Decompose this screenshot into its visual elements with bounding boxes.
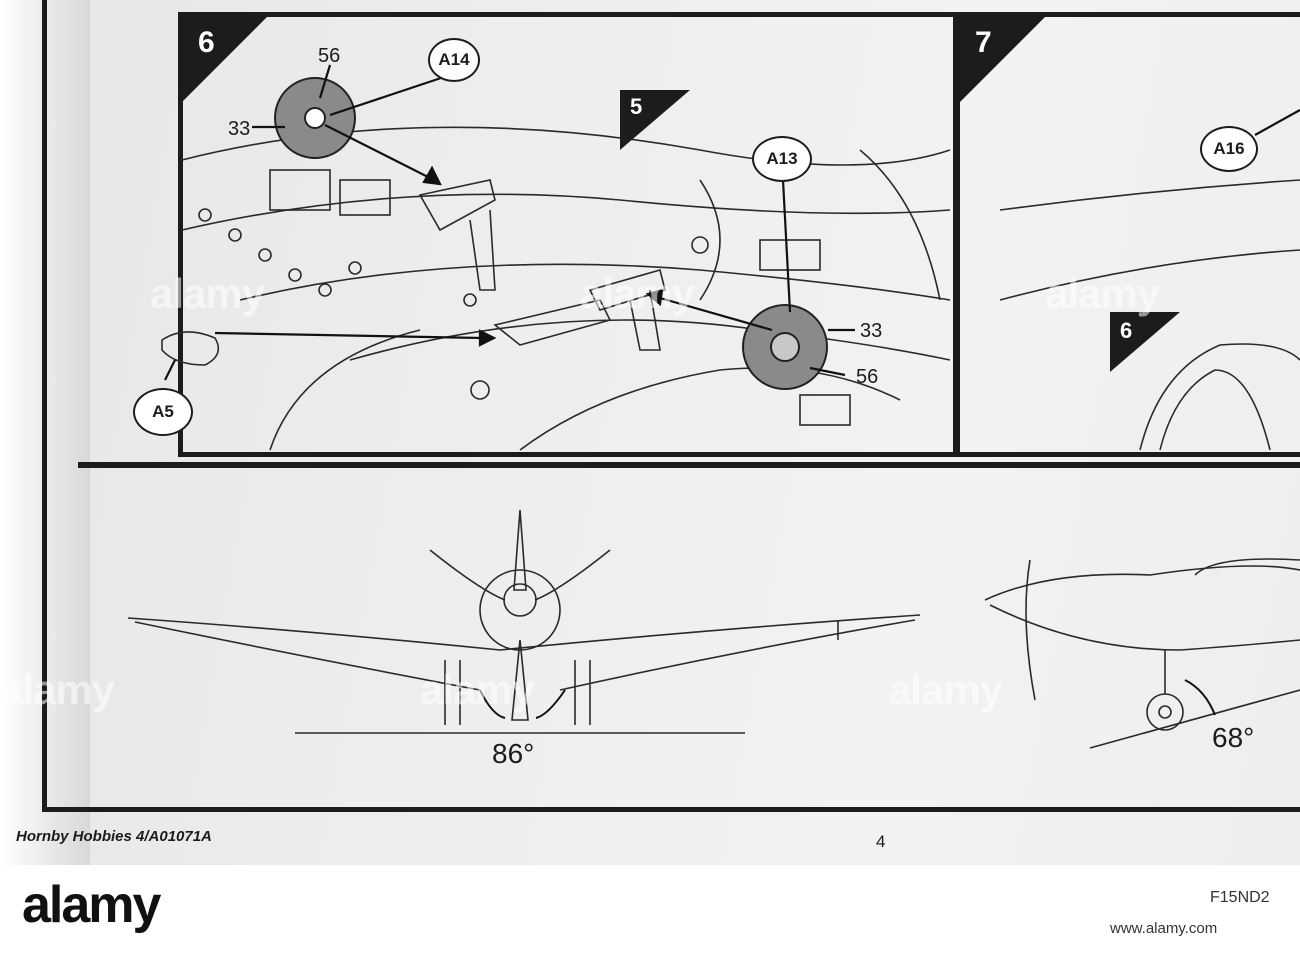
stock-logo: alamy xyxy=(22,876,161,934)
wheel-right-callout-bottom: 56 xyxy=(856,366,879,388)
watermark-text: alamy xyxy=(150,270,265,317)
stock-footer-band xyxy=(0,865,1300,953)
wheel-right-callout-side: 33 xyxy=(860,320,883,342)
step-6-badge xyxy=(180,14,270,104)
part-a13-callout: A13 xyxy=(752,136,812,182)
reference-step-5-marker xyxy=(620,90,690,150)
wheel-left-callout-side: 33 xyxy=(228,118,251,140)
stock-url: www.alamy.com xyxy=(1110,920,1218,937)
reference-step-5-label: 5 xyxy=(630,94,643,119)
step-6-number: 6 xyxy=(198,26,215,59)
watermark-text: alamy xyxy=(420,666,535,713)
stock-image-id: F15ND2 xyxy=(1210,889,1270,906)
step-7-panel xyxy=(955,12,1300,457)
front-view-angle-label: 86° xyxy=(492,738,535,769)
part-a16-callout: A16 xyxy=(1200,126,1258,172)
watermark-text: alamy xyxy=(888,666,1003,713)
watermark-text: alamy xyxy=(0,666,115,713)
page-number: 4 xyxy=(876,832,886,851)
reference-step-6-label: 6 xyxy=(1120,318,1133,343)
watermark-text: alamy xyxy=(1045,270,1160,317)
part-a5-callout: A5 xyxy=(133,388,193,436)
wheel-left-callout-top: 56 xyxy=(318,45,341,67)
line-art xyxy=(127,64,1300,749)
part-a14-callout: A14 xyxy=(428,38,480,82)
step-7-badge xyxy=(958,14,1048,104)
step-7-number: 7 xyxy=(975,26,992,59)
section-divider xyxy=(78,462,1300,468)
publisher-footer: Hornby Hobbies 4/A01071A xyxy=(16,828,212,845)
side-view-angle-label: 68° xyxy=(1212,722,1255,753)
sheet-frame xyxy=(42,0,1300,812)
watermark-text: alamy xyxy=(580,270,695,317)
reference-step-6-marker xyxy=(1110,312,1180,372)
